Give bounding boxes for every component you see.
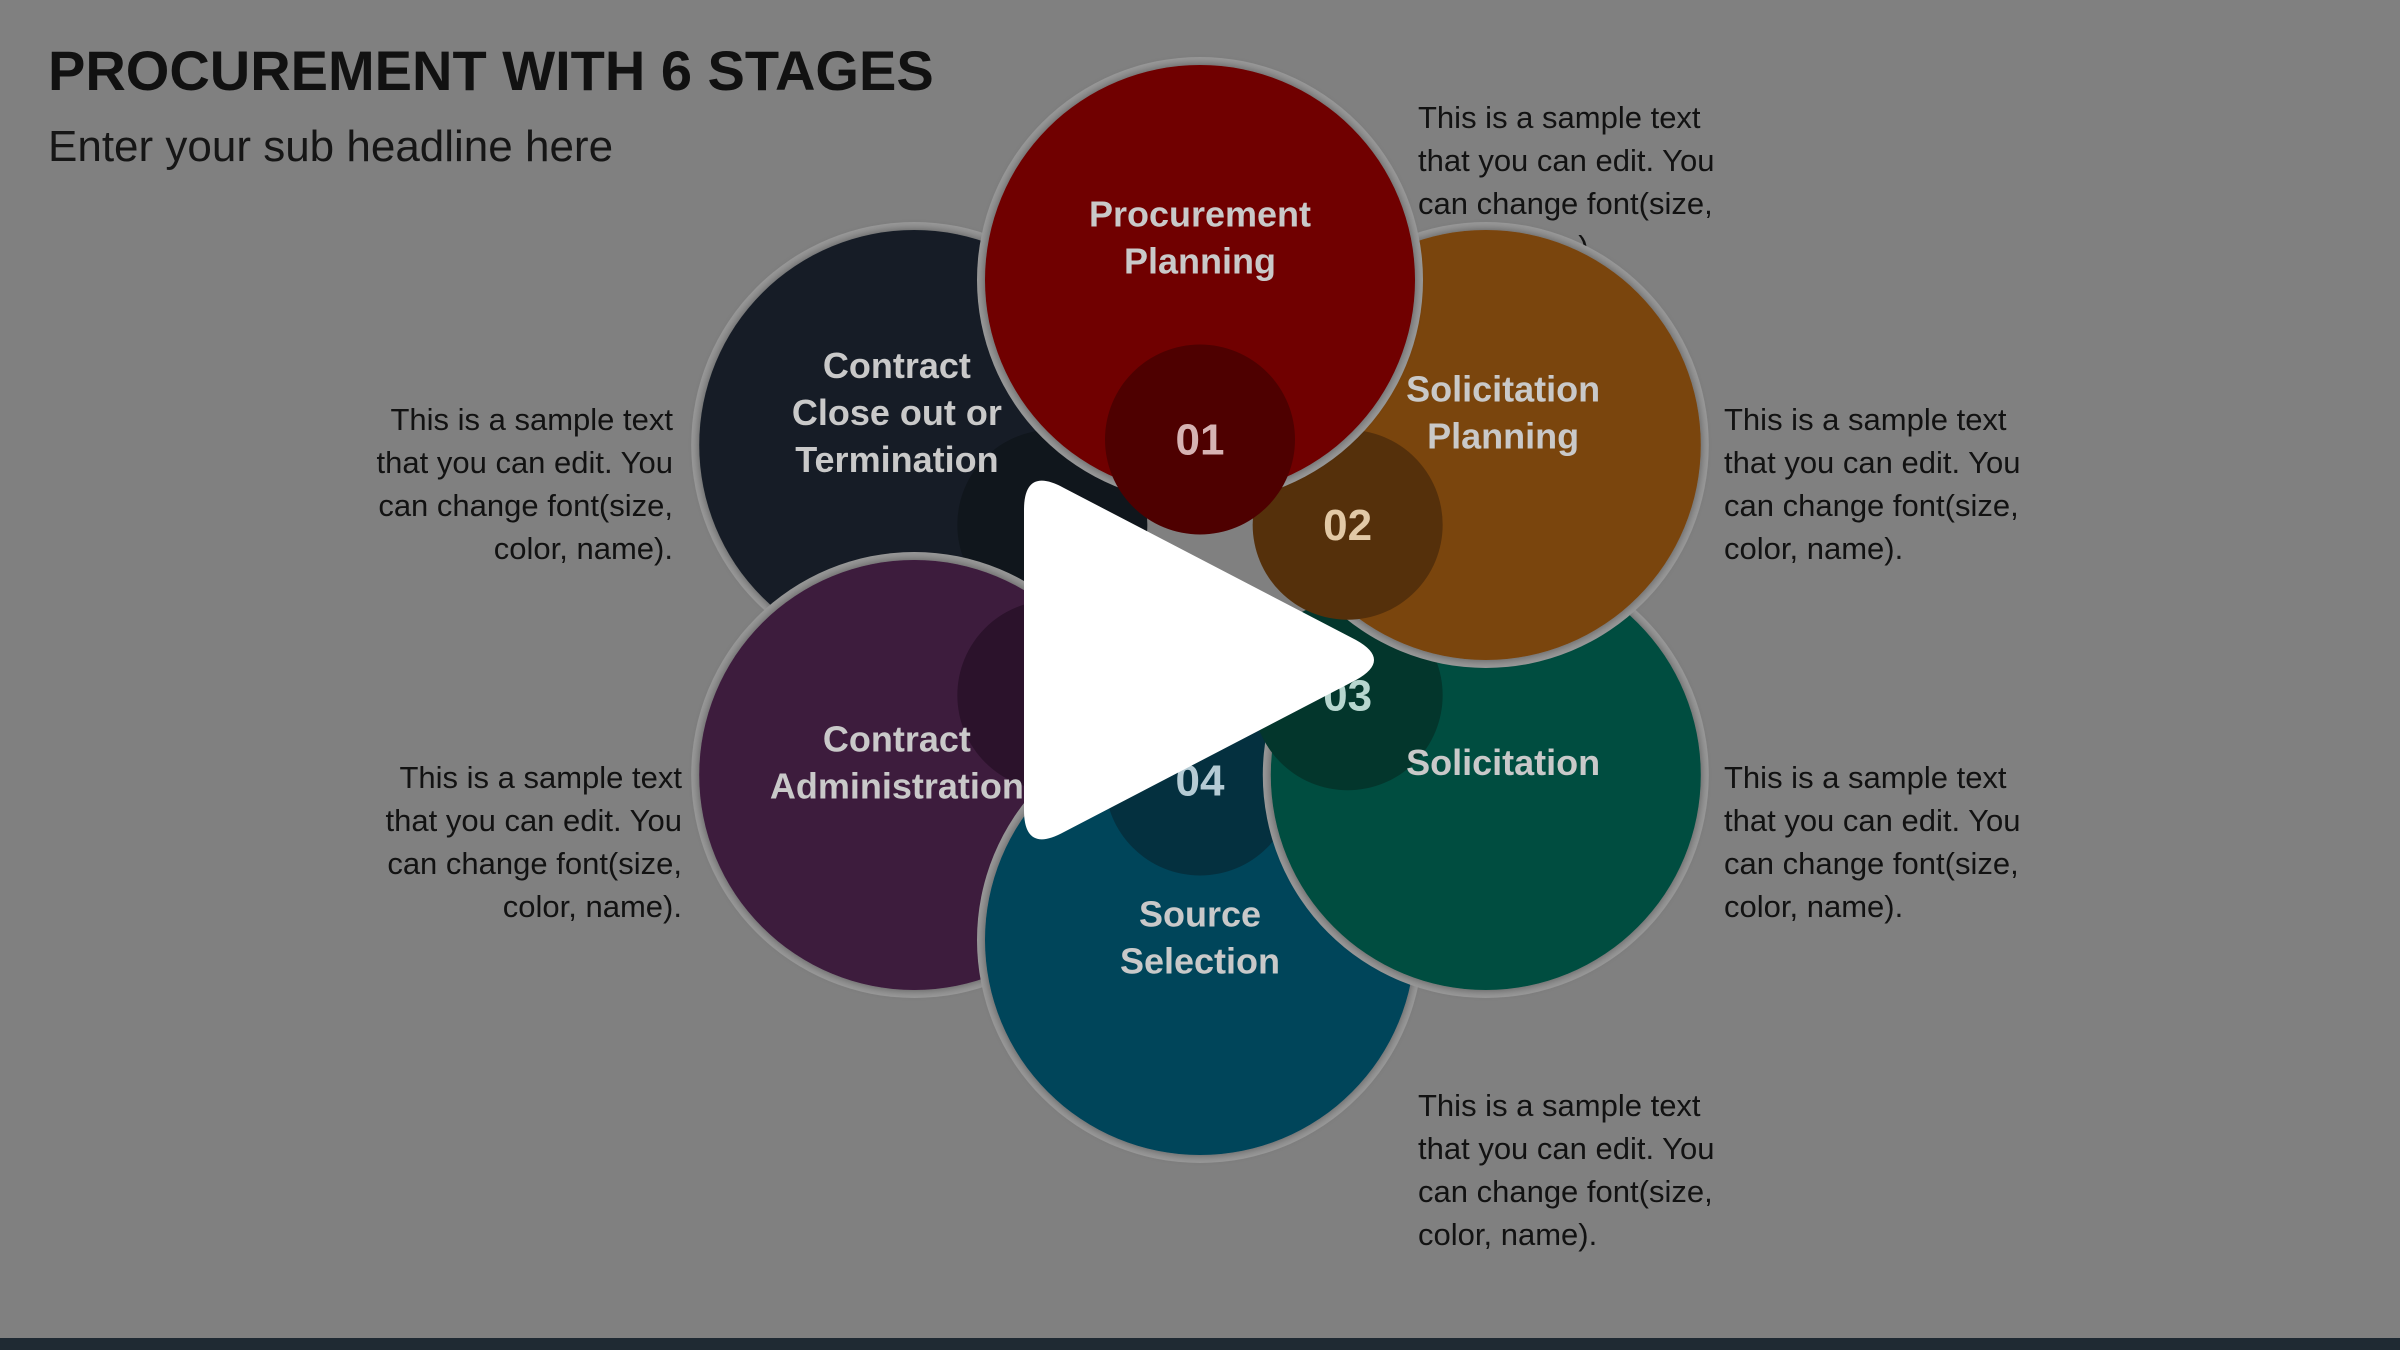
note-line: can change font(size, [1724, 488, 2019, 523]
stage-label-02: Solicitation [1406, 369, 1600, 410]
note-line: This is a sample text [1418, 1088, 1701, 1123]
stage-petal-03 [1252, 552, 1709, 998]
note-line: This is a sample text [1418, 100, 1701, 135]
note-line: that you can edit. You [376, 445, 673, 480]
note-line: This is a sample text [1724, 760, 2007, 795]
stage-petal-01 [977, 57, 1423, 535]
stage-note-03: This is a sample text that you can edit.… [1724, 756, 2084, 928]
stage-note-02: This is a sample text that you can edit.… [1724, 398, 2084, 570]
note-line: color, name). [1724, 889, 1904, 924]
note-line: that you can edit. You [1418, 1131, 1715, 1166]
note-line: color, name). [1724, 531, 1904, 566]
play-button[interactable] [1000, 460, 1400, 880]
note-line: This is a sample text [390, 402, 673, 437]
note-line: can change font(size, [378, 488, 673, 523]
stage-label-06: Contract [823, 345, 971, 386]
stage-label-01: Procurement [1089, 194, 1311, 235]
stage-label-03: Solicitation [1406, 742, 1600, 783]
stage-label-04: Selection [1120, 941, 1280, 982]
stage-label-05: Contract [823, 719, 971, 760]
stage-label-06: Termination [795, 439, 998, 480]
note-line: This is a sample text [399, 760, 682, 795]
page-title: PROCUREMENT WITH 6 STAGES [48, 39, 934, 102]
note-line: color, name). [1418, 1217, 1598, 1252]
stage-label-04: Source [1139, 894, 1261, 935]
play-icon [1024, 480, 1374, 840]
stage-note-04: This is a sample text that you can edit.… [1418, 1084, 1778, 1256]
number-badge [1105, 344, 1295, 535]
note-line: can change font(size, [1418, 1174, 1713, 1209]
note-line: that you can edit. You [1418, 143, 1715, 178]
stage-note-06: This is a sample text that you can edit.… [313, 398, 673, 570]
stage-note-05: This is a sample text that you can edit.… [322, 756, 682, 928]
note-line: can change font(size, [387, 846, 682, 881]
stage-label-05: Administration [770, 766, 1024, 807]
page-subtitle: Enter your sub headline here [48, 122, 614, 171]
note-line: that you can edit. You [385, 803, 682, 838]
stage-number-01: 01 [1176, 416, 1225, 465]
stage-label-06: Close out or [792, 392, 1002, 433]
note-line: color, name). [493, 531, 673, 566]
bottom-bar [0, 1338, 2400, 1350]
note-line: that you can edit. You [1724, 803, 2021, 838]
stage-number-02: 02 [1323, 501, 1372, 550]
note-line: color, name). [502, 889, 682, 924]
stage-label-02: Planning [1427, 416, 1579, 457]
note-line: This is a sample text [1724, 402, 2007, 437]
note-line: can change font(size, [1724, 846, 2019, 881]
petal-body [985, 65, 1415, 495]
note-line: that you can edit. You [1724, 445, 2021, 480]
note-line: can change font(size, [1418, 186, 1713, 221]
stage-label-01: Planning [1124, 241, 1276, 282]
